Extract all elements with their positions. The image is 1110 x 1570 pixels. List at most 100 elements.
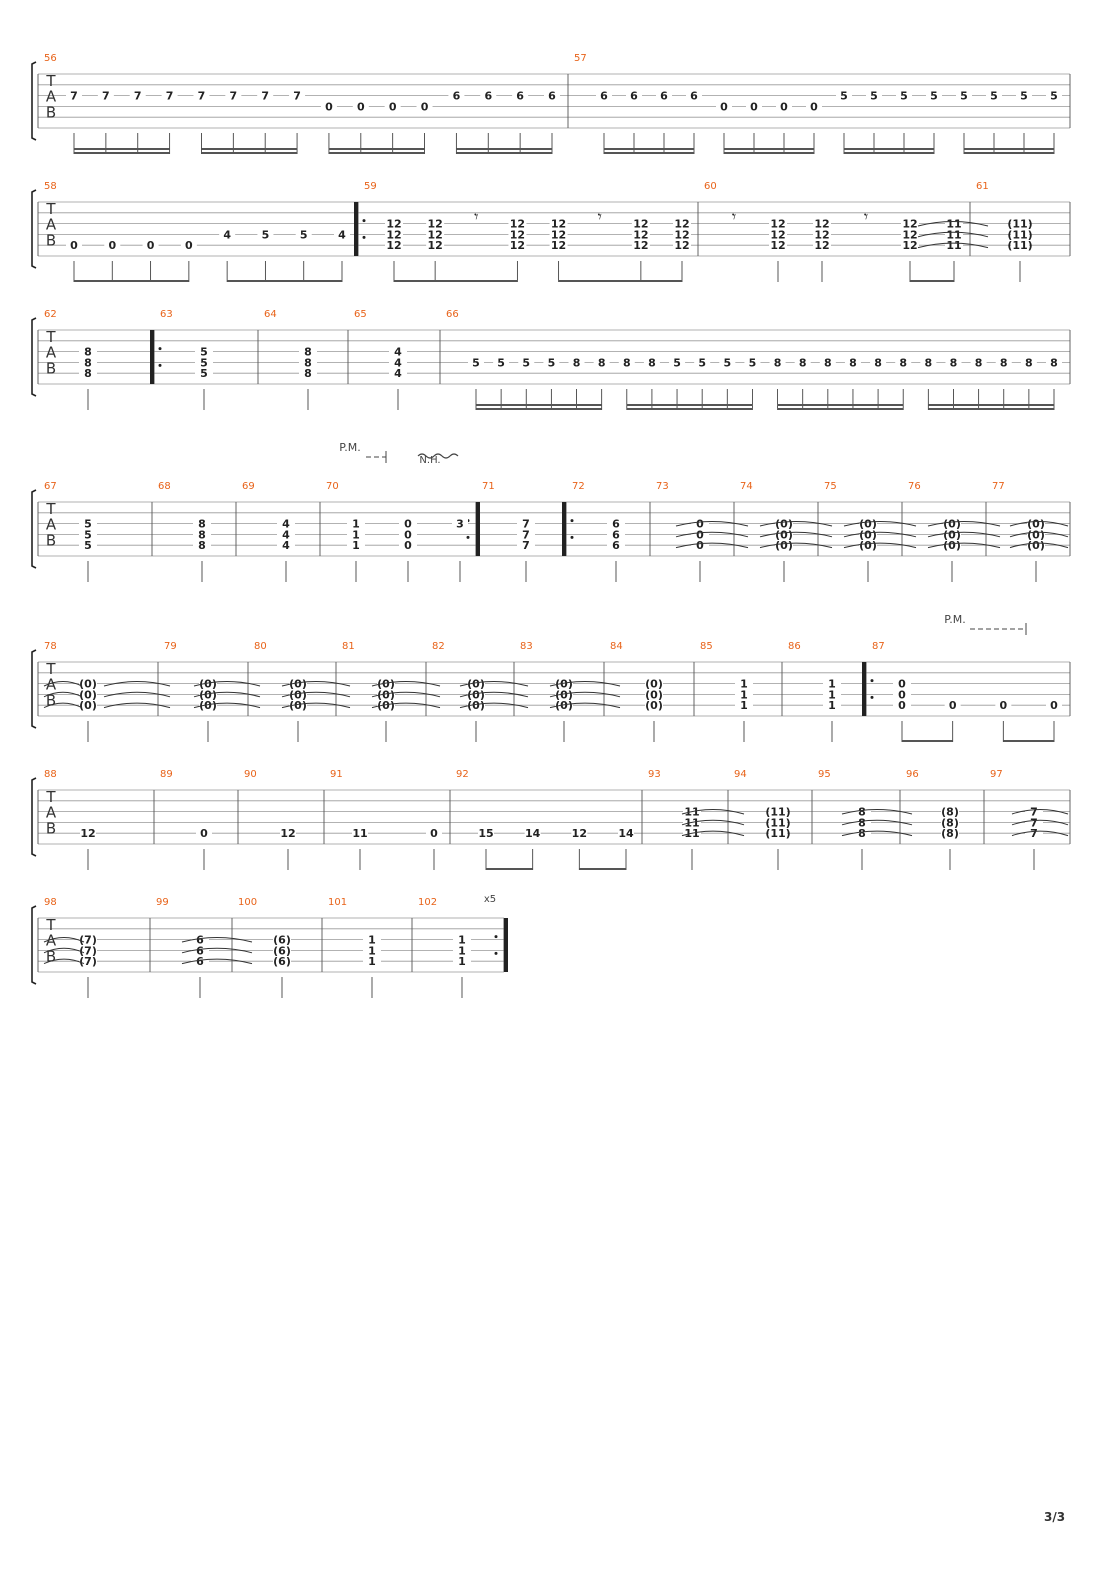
fret-number: 12	[572, 827, 587, 840]
measure-number: 85	[700, 641, 713, 652]
fret-number: 12	[80, 827, 95, 840]
fret-number: 1	[740, 688, 748, 701]
repeat-dot	[494, 935, 498, 939]
tie-arc	[371, 702, 441, 709]
fret-number: (7)	[79, 955, 97, 968]
fret-number: 8	[648, 356, 656, 369]
fret-number: 6	[516, 90, 524, 103]
fret-number: 5	[870, 90, 878, 103]
fret-number: 4	[282, 528, 290, 541]
fret-number: 6	[612, 518, 620, 531]
fret-number: 6	[484, 90, 492, 103]
fret-number: 7	[1030, 827, 1038, 840]
fret-number: 8	[198, 528, 206, 541]
measure-number: 72	[572, 481, 585, 492]
tie-arc	[459, 702, 529, 709]
fret-number: 1	[458, 944, 466, 957]
measure-number: 78	[44, 641, 57, 652]
measure-number: 61	[976, 181, 989, 192]
tie-arc	[675, 521, 749, 527]
fret-number: (0)	[289, 678, 307, 691]
fret-number: 11	[684, 816, 699, 829]
measure-number: 97	[990, 769, 1003, 780]
repeat-thick-barline	[150, 330, 154, 384]
fret-number: (0)	[1027, 528, 1045, 541]
fret-number: (11)	[765, 816, 790, 829]
vibrato-wave	[417, 453, 459, 459]
fret-number: 12	[427, 228, 442, 241]
measure-number: 65	[354, 309, 367, 320]
tie-arc	[549, 691, 621, 698]
fret-number: 0	[430, 827, 438, 840]
fret-number: 8	[573, 356, 581, 369]
fret-number: 6	[690, 90, 698, 103]
fret-number: 14	[618, 827, 634, 840]
fret-number: 0	[404, 539, 412, 552]
fret-number: 4	[394, 346, 402, 359]
fret-number: 8	[1050, 356, 1058, 369]
fret-number: (0)	[289, 699, 307, 712]
tie-arc	[281, 691, 351, 698]
fret-number: (6)	[273, 955, 291, 968]
fret-number: 7	[522, 539, 530, 552]
fret-number: 5	[1050, 90, 1058, 103]
tie-arc	[843, 542, 917, 549]
fret-number: 5	[200, 346, 208, 359]
measure-number: 95	[818, 769, 831, 780]
fret-number: (6)	[273, 934, 291, 947]
fret-number: (11)	[1007, 228, 1032, 241]
tab-clef-letter: A	[46, 216, 57, 234]
note-beam	[201, 148, 298, 150]
fret-number: (0)	[555, 699, 573, 712]
repeat-dot	[870, 695, 874, 699]
measure-number: 64	[264, 309, 277, 320]
fret-number: 0	[108, 239, 116, 252]
tie-arc	[43, 691, 83, 698]
repeat-dot	[362, 219, 366, 223]
tab-clef-letter: A	[46, 88, 57, 106]
fret-number: 8	[623, 356, 631, 369]
fret-number: 0	[696, 528, 704, 541]
fret-number: 8	[858, 827, 866, 840]
fret-number: 0	[185, 239, 193, 252]
tab-clef-letter: T	[45, 916, 56, 934]
tab-clef-letter: B	[46, 231, 56, 249]
tab-system-4: TAB6755568888694447011100037177772666730…	[31, 481, 1071, 582]
fret-number: 6	[196, 944, 204, 957]
fret-number: (6)	[273, 944, 291, 957]
repeat-thick-barline	[562, 502, 566, 556]
fret-number: 12	[551, 228, 566, 241]
measure-number: 56	[44, 53, 57, 64]
fret-number: 12	[814, 228, 829, 241]
fret-number: 0	[404, 528, 412, 541]
measure-number: 59	[364, 181, 377, 192]
note-beam	[476, 404, 602, 406]
tie-arc	[43, 958, 85, 965]
note-beam	[604, 148, 694, 150]
note-beam	[74, 148, 170, 150]
tie-arc	[103, 702, 171, 709]
fret-number: 0	[200, 827, 208, 840]
measure-number: 77	[992, 481, 1005, 492]
fret-number: 6	[612, 528, 620, 541]
fret-number: 6	[612, 539, 620, 552]
eighth-rest: 𝄾	[598, 207, 602, 226]
note-beam	[964, 152, 1054, 154]
fret-number: 5	[548, 356, 556, 369]
measure-number: 101	[328, 897, 347, 908]
note-beam	[964, 148, 1054, 150]
measure-number: 94	[734, 769, 747, 780]
tie-arc	[927, 531, 1001, 538]
fret-number: 7	[293, 90, 301, 103]
note-beam	[456, 152, 552, 154]
measure-number: 67	[44, 481, 57, 492]
tie-arc	[917, 221, 989, 227]
fret-number: 0	[696, 518, 704, 531]
measure-number: 63	[160, 309, 173, 320]
fret-number: 12	[674, 228, 689, 241]
note-beam	[604, 152, 694, 154]
measure-number: 93	[648, 769, 661, 780]
measure-number: 68	[158, 481, 171, 492]
fret-number: (0)	[859, 528, 877, 541]
